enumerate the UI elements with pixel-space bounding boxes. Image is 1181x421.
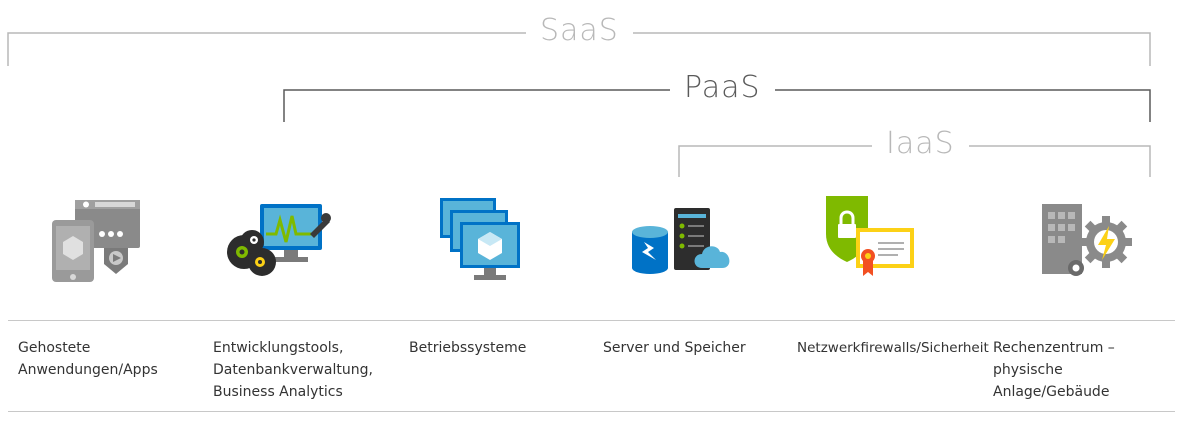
caption-server-storage: Server und Speicher bbox=[603, 340, 746, 356]
caption-datacenter: Rechenzentrum – physische Anlage/Gebäude bbox=[993, 340, 1115, 400]
paas-label: PaaS bbox=[670, 71, 775, 105]
top-divider bbox=[8, 320, 1175, 321]
caption-firewall-security: Netzwerkfirewalls/Sicherheit bbox=[797, 340, 989, 356]
bottom-divider bbox=[8, 411, 1175, 412]
caption-dev-tools: Entwicklungstools, Datenbankverwaltung, … bbox=[213, 340, 373, 400]
server-storage-icon bbox=[626, 190, 736, 290]
hosted-apps-icon bbox=[40, 190, 150, 290]
iaas-label: IaaS bbox=[872, 127, 969, 161]
caption-operating-systems: Betriebssysteme bbox=[409, 340, 527, 356]
saas-label: SaaS bbox=[526, 14, 633, 48]
dev-tools-icon bbox=[222, 190, 332, 290]
operating-systems-icon bbox=[426, 190, 536, 290]
datacenter-icon bbox=[1028, 190, 1138, 290]
caption-hosted-apps: Gehostete Anwendungen/Apps bbox=[18, 340, 158, 378]
firewall-security-icon bbox=[816, 190, 926, 290]
